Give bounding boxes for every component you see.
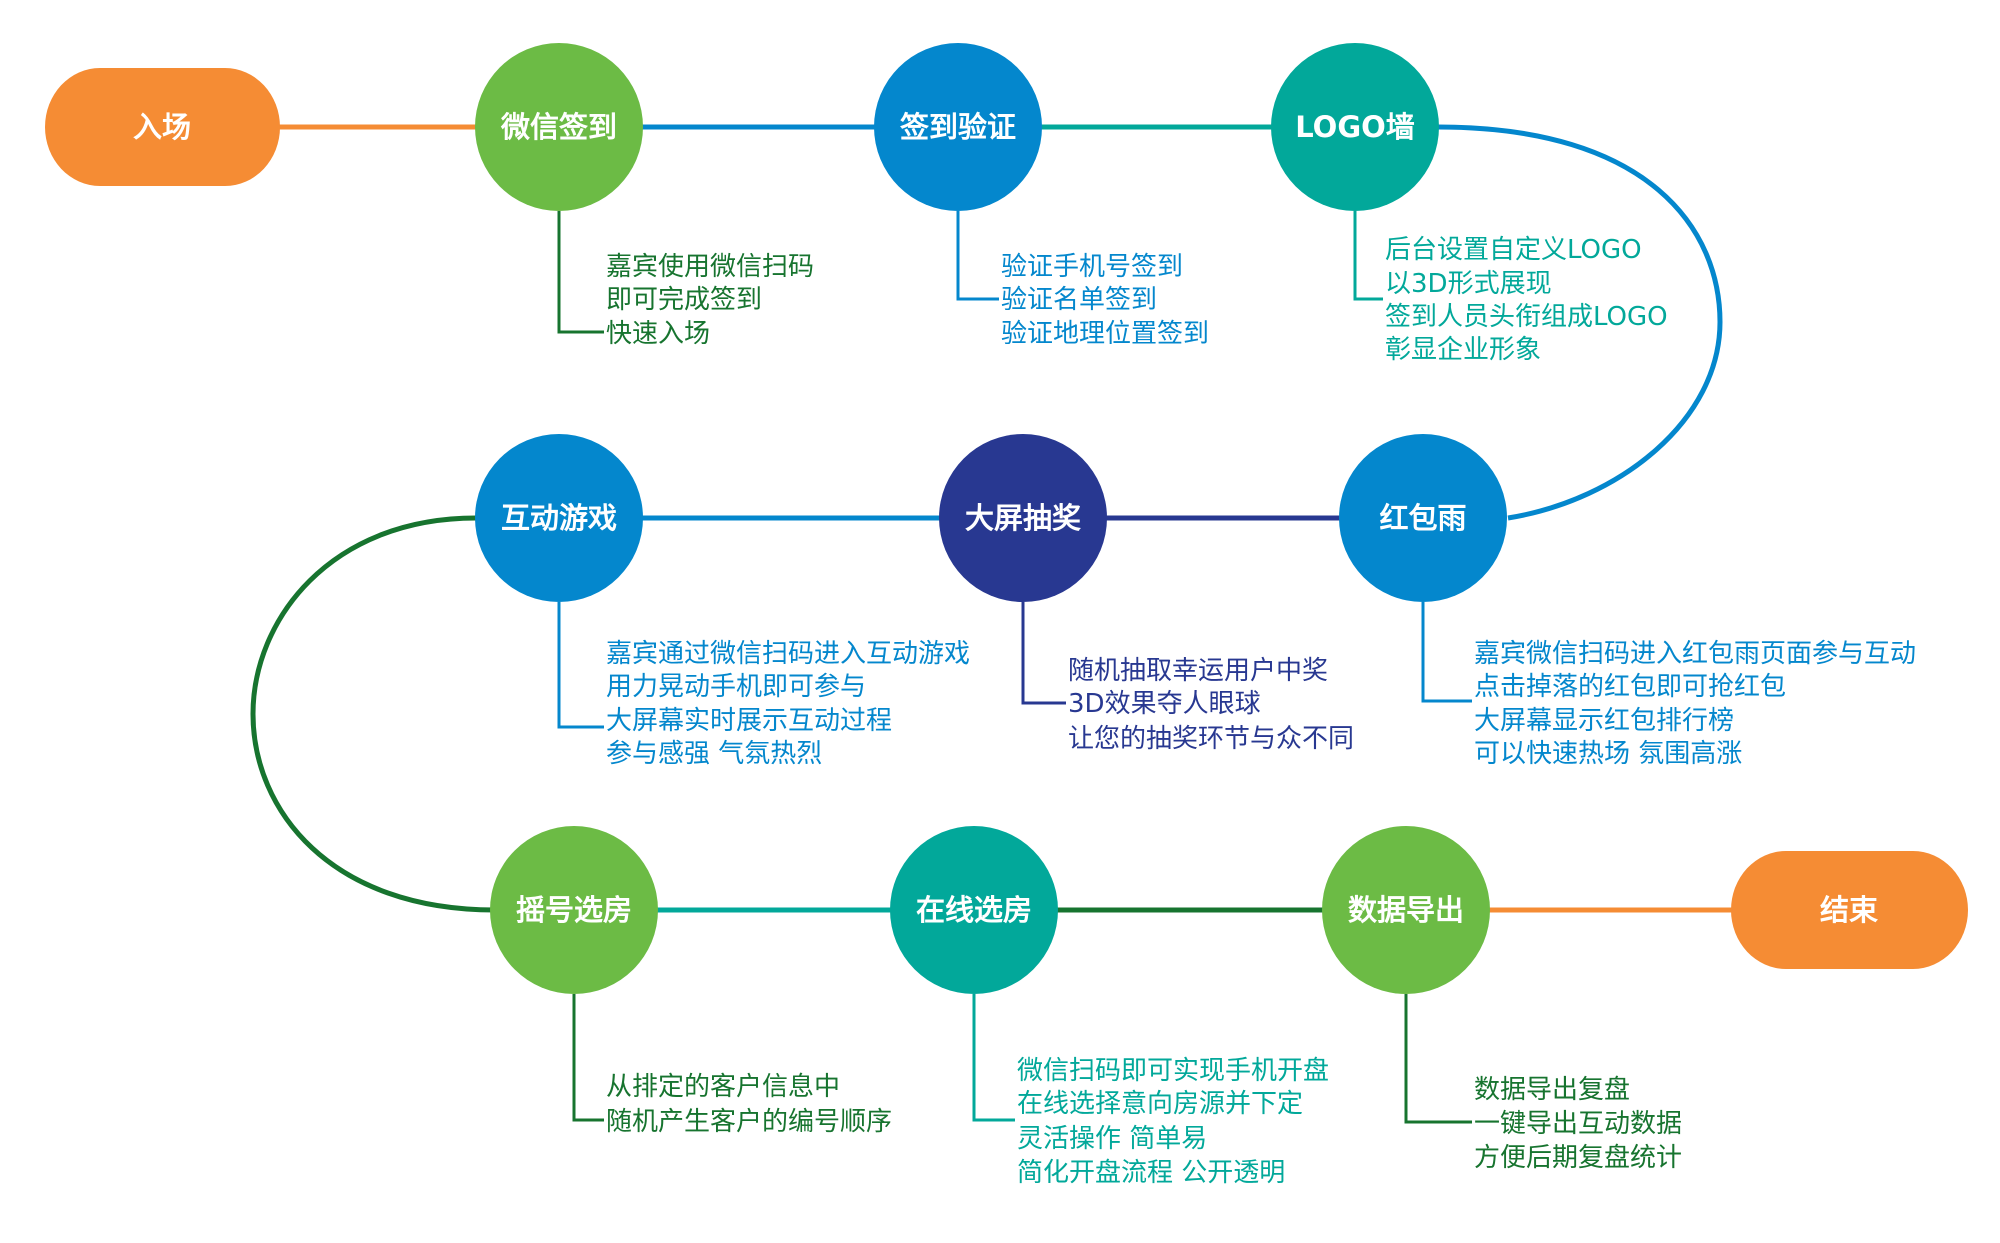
desc-lottery-room-selection: 从排定的客户信息中 随机产生客户的编号顺序 [606,1072,892,1137]
bracket-redpacket [1421,602,1472,703]
desc-line: 数据导出复盘 [1474,1075,1630,1105]
desc-line: 嘉宾微信扫码进入红包雨页面参与互动 [1474,639,1916,669]
bracket-game [557,602,604,729]
desc-line: 灵活操作 简单易 [1017,1124,1207,1154]
step-node-checkin-verify: 签到验证 [874,43,1042,211]
desc-line: 签到人员头衔组成LOGO [1385,302,1668,332]
desc-line: 在线选择意向房源并下定 [1017,1089,1303,1119]
desc-big-screen-lottery: 随机抽取幸运用户中奖 3D效果夺人眼球 让您的抽奖环节与众不同 [1068,656,1354,754]
desc-wechat-checkin: 嘉宾使用微信扫码 即可完成签到 快速入场 [606,252,822,349]
step-label: 红包雨 [1379,501,1466,535]
start-label: 入场 [133,110,191,144]
connector-game-lottery-room-arc [250,515,496,913]
step-label: 摇号选房 [516,893,632,927]
step-node-wechat-checkin: 微信签到 [475,43,643,211]
step-node-logo-wall: LOGO墙 [1271,43,1439,211]
desc-checkin-verify: 验证手机号签到 验证名单签到 验证地理位置签到 [1001,252,1209,349]
desc-line: 3D效果夺人眼球 [1068,689,1261,719]
desc-line: 验证名单签到 [1001,285,1157,315]
end-label: 结束 [1820,893,1878,927]
bracket-logo [1353,211,1383,301]
desc-line: 用力晃动手机即可参与 [606,672,866,702]
desc-line: 一键导出互动数据 [1474,1109,1682,1139]
desc-online-room-selection: 微信扫码即可实现手机开盘 在线选择意向房源并下定 灵活操作 简单易 简化开盘流程… [1017,1056,1337,1188]
desc-line: 点击掉落的红包即可抢红包 [1474,672,1786,702]
desc-line: 快速入场 [606,319,710,349]
step-label: 在线选房 [916,893,1032,927]
step-node-lottery-room-selection: 摇号选房 [490,826,658,994]
desc-line: 大屏幕显示红包排行榜 [1474,706,1734,736]
step-label: 签到验证 [900,110,1016,144]
desc-data-export: 数据导出复盘 一键导出互动数据 方便后期复盘统计 [1474,1075,1690,1173]
desc-line: 即可完成签到 [606,285,762,315]
desc-line: 简化开盘流程 公开透明 [1017,1158,1285,1188]
connector-logo-redpacket-arc [1437,124,1723,521]
desc-line: 彰显企业形象 [1385,335,1541,365]
start-node: 入场 [45,68,280,186]
bracket-lottery [1021,602,1066,705]
bracket-online [972,994,1015,1122]
desc-line: 参与感强 气氛热烈 [606,739,822,769]
desc-logo-wall: 后台设置自定义LOGO 以3D形式展现 签到人员头衔组成LOGO 彰显企业形象 [1385,235,1676,365]
desc-line: 可以快速热场 氛围高涨 [1474,739,1742,769]
desc-line: 大屏幕实时展示互动过程 [606,706,892,736]
desc-line: 验证手机号签到 [1001,252,1183,282]
desc-line: 让您的抽奖环节与众不同 [1068,724,1354,754]
step-label: 大屏抽奖 [965,501,1081,535]
step-label: 互动游戏 [501,501,617,535]
desc-line: 随机产生客户的编号顺序 [606,1107,892,1137]
step-label: LOGO墙 [1295,110,1415,144]
desc-line: 以3D形式展现 [1385,269,1552,299]
bracket-wechat [557,211,604,334]
bracket-export [1404,994,1472,1124]
desc-line: 从排定的客户信息中 [606,1072,840,1102]
desc-interactive-game: 嘉宾通过微信扫码进入互动游戏 用力晃动手机即可参与 大屏幕实时展示互动过程 参与… [606,639,978,769]
bracket-lotteryroom [572,994,604,1122]
step-label: 微信签到 [500,110,617,144]
desc-line: 嘉宾使用微信扫码 [606,252,814,282]
desc-line: 验证地理位置签到 [1001,319,1209,349]
step-node-online-room-selection: 在线选房 [890,826,1058,994]
step-node-data-export: 数据导出 [1322,826,1490,994]
step-label: 数据导出 [1348,893,1464,927]
step-node-red-packet-rain: 红包雨 [1339,434,1507,602]
desc-line: 方便后期复盘统计 [1474,1143,1682,1173]
desc-line: 嘉宾通过微信扫码进入互动游戏 [606,639,970,669]
desc-line: 随机抽取幸运用户中奖 [1068,656,1328,686]
step-node-big-screen-lottery: 大屏抽奖 [939,434,1107,602]
step-node-interactive-game: 互动游戏 [475,434,643,602]
desc-line: 微信扫码即可实现手机开盘 [1017,1056,1329,1086]
desc-red-packet-rain: 嘉宾微信扫码进入红包雨页面参与互动 点击掉落的红包即可抢红包 大屏幕显示红包排行… [1474,639,1924,769]
end-node: 结束 [1731,851,1968,969]
desc-line: 后台设置自定义LOGO [1385,235,1642,265]
bracket-verify [956,211,999,301]
